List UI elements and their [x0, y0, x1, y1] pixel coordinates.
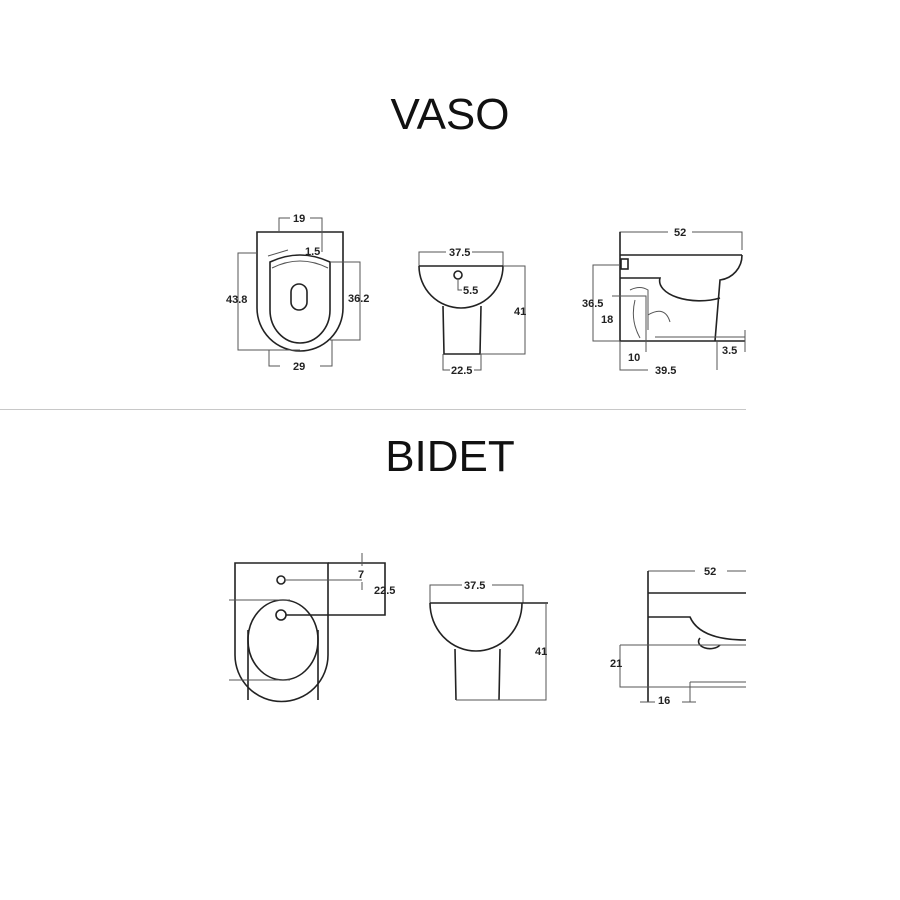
dim-label: 37.5: [464, 580, 485, 592]
bidet-top-view: 7 22.5: [229, 553, 395, 703]
dim-label: 29: [293, 361, 305, 373]
dim-label: 5.5: [463, 285, 478, 297]
vaso-title: VASO: [390, 90, 510, 139]
dim-label: 10: [628, 352, 640, 364]
dim-label: 21: [610, 658, 622, 670]
dim-label: 3.5: [722, 345, 737, 357]
section-divider: [0, 409, 746, 410]
dim-label: 19: [293, 213, 305, 225]
bidet-side-view: 52 21 16: [610, 566, 747, 707]
dim-label: 36.2: [348, 293, 369, 305]
dim-label: 22.5: [374, 585, 395, 597]
vaso-front-view: 37.5 5.5 41 22.5: [418, 247, 526, 377]
dim-label: 22.5: [451, 365, 472, 377]
dim-label: 7: [358, 569, 364, 581]
dim-label: 16: [658, 695, 670, 707]
vaso-top-view: 19 1.5 43.8 36.2 29: [226, 213, 369, 373]
dim-label: 37.5: [449, 247, 470, 259]
dim-label: 36.5: [582, 298, 603, 310]
dim-label: 43.8: [226, 294, 247, 306]
dim-label: 41: [514, 306, 526, 318]
dim-label: 41: [535, 646, 547, 658]
dim-label: 52: [674, 227, 686, 239]
dim-label: 1.5: [305, 246, 320, 258]
dim-label: 39.5: [655, 365, 676, 377]
bidet-front-view: 37.5 41: [429, 580, 548, 701]
bidet-title: BIDET: [385, 432, 515, 481]
dim-label: 18: [601, 314, 613, 326]
vaso-side-view: 52 36.5 18 10 39.5 3.5: [582, 227, 746, 377]
dim-label: 52: [704, 566, 716, 578]
